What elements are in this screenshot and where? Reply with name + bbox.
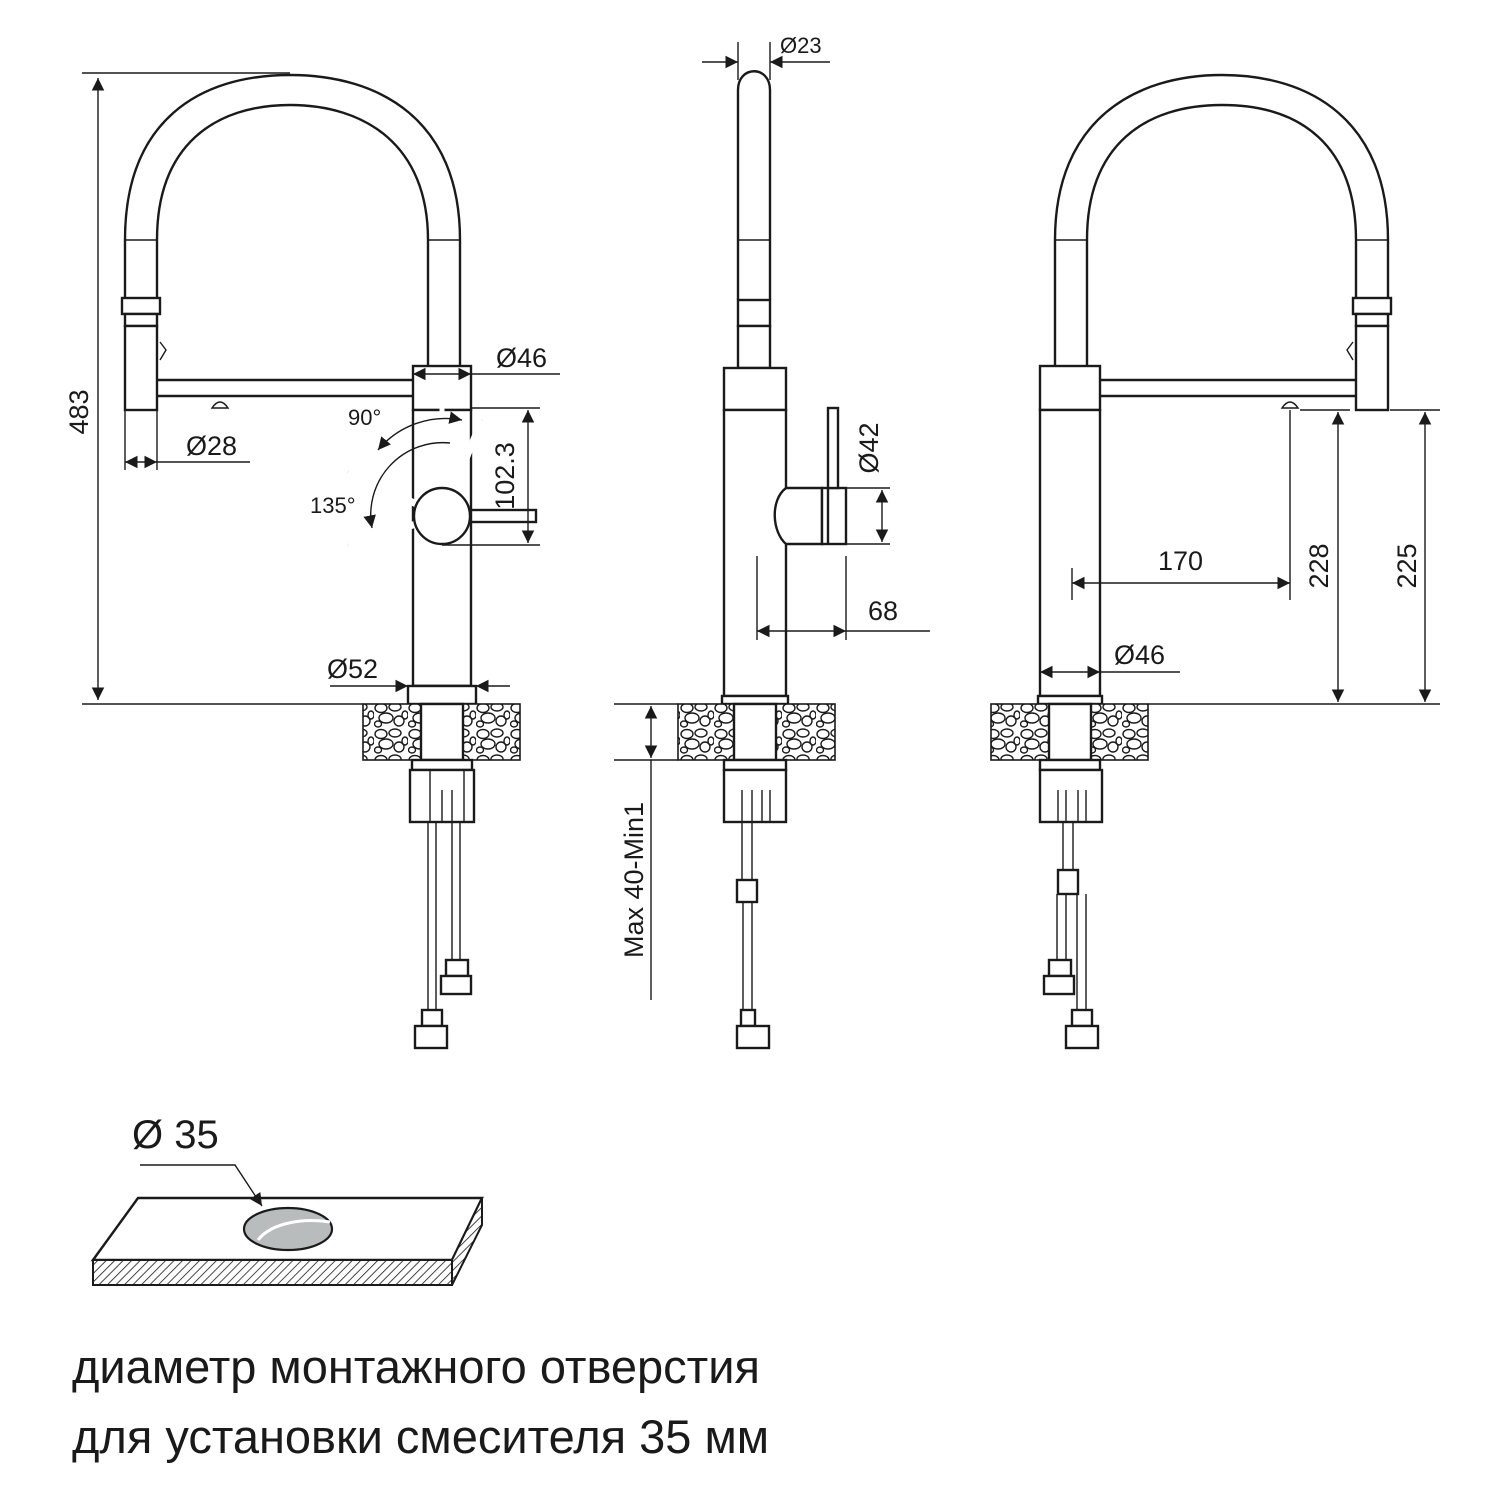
dim-angle-90: 90° — [348, 405, 381, 430]
mounting-hole-detail: Ø 35 — [90, 1113, 484, 1286]
dim-height-225: 225 — [1392, 543, 1422, 588]
dim-diameter-52: Ø52 — [327, 654, 378, 684]
dim-reach-170: 170 — [1158, 546, 1203, 576]
dim-hole-diameter-35: Ø 35 — [132, 1113, 219, 1157]
front-view: 483 Ø28 Ø46 Ø52 90° 135° 102.3 — [64, 72, 560, 1050]
caption-line-2: для установки смесителя 35 мм — [72, 1410, 770, 1463]
dim-diameter-46-back: Ø46 — [1114, 640, 1165, 670]
dim-height-102-3: 102.3 — [490, 442, 520, 510]
dim-diameter-46-front: Ø46 — [496, 343, 547, 373]
dim-height-228: 228 — [1304, 543, 1334, 588]
caption-line-1: диаметр монтажного отверстия — [72, 1340, 760, 1393]
dim-angle-135: 135° — [310, 493, 356, 518]
dim-deck-thickness: Max 40-Min1 — [619, 802, 649, 958]
side-view: Ø23 Ø42 68 Max 40-Min1 — [614, 33, 930, 1050]
dim-diameter-28: Ø28 — [186, 431, 237, 461]
dim-width-68: 68 — [868, 596, 898, 626]
dim-diameter-23: Ø23 — [780, 33, 822, 58]
dim-height-483: 483 — [64, 389, 94, 434]
dim-diameter-42: Ø42 — [854, 422, 884, 473]
back-view: 170 228 225 Ø46 — [990, 73, 1440, 1050]
